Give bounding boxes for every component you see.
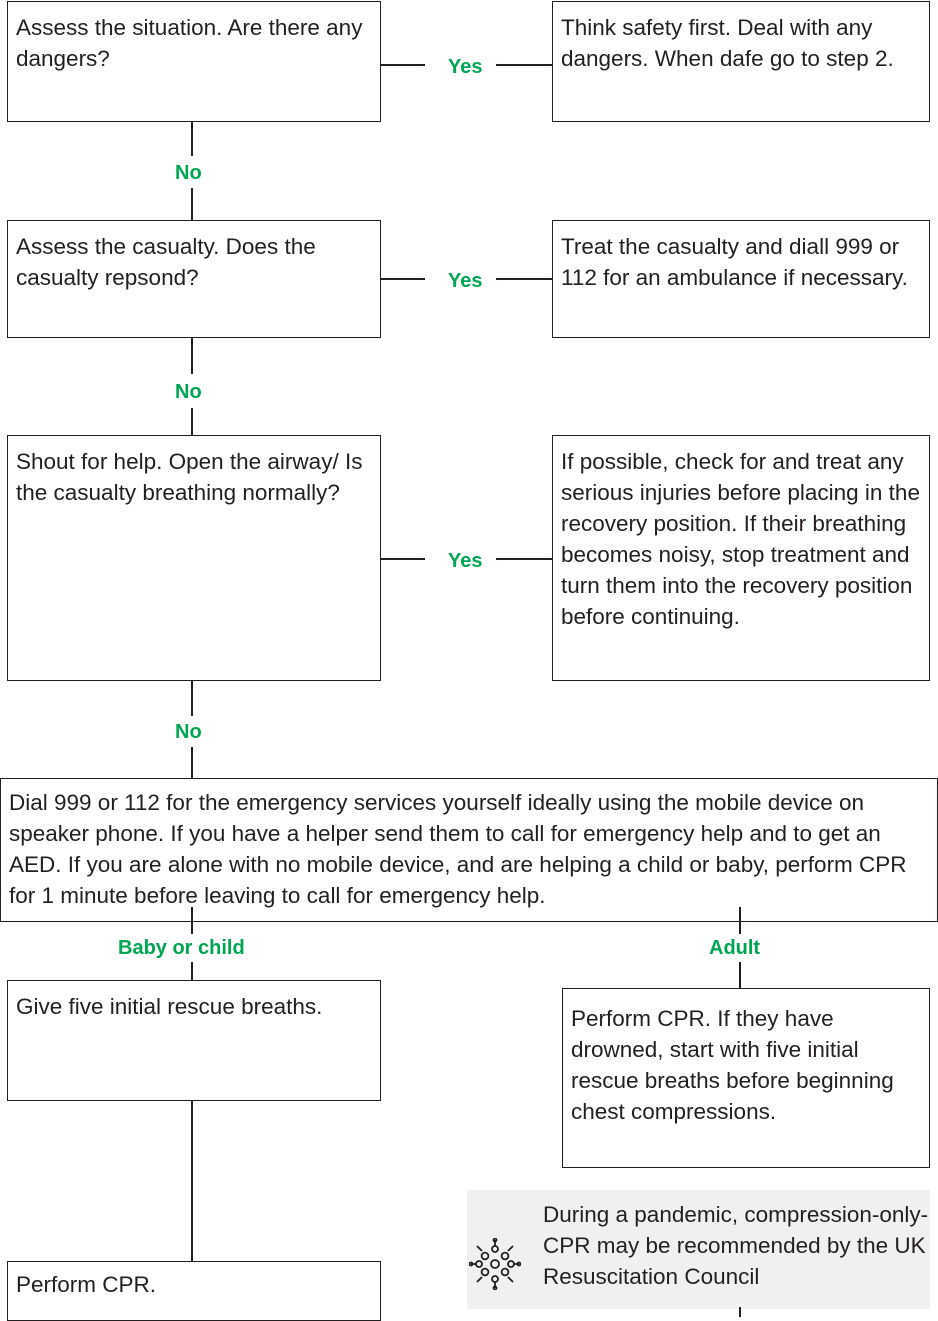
yes-label: Yes [448,550,483,572]
no-label: No [175,381,202,403]
virus-icon [468,1237,522,1291]
box-recovery-position: If possible, check for and treat any ser… [552,435,930,681]
box-text: Dial 999 or 112 for the emergency servic… [9,790,907,908]
connector-line [381,64,425,66]
box-text: Assess the casualty. Does the casualty r… [16,234,316,290]
box-assess-situation: Assess the situation. Are there any dang… [7,1,381,122]
box-text: Think safety first. Deal with any danger… [561,15,894,71]
box-dial-emergency: Dial 999 or 112 for the emergency servic… [0,778,938,922]
box-rescue-breaths: Give five initial rescue breaths. [7,980,381,1101]
box-assess-casualty: Assess the casualty. Does the casualty r… [7,220,381,338]
box-shout-for-help: Shout for help. Open the airway/ Is the … [7,435,381,681]
note-text: During a pandemic, compression-only-CPR … [543,1202,929,1289]
box-text: Treat the casualty and diall 999 or 112 … [561,234,908,290]
baby-or-child-label: Baby or child [118,937,245,959]
box-text: Give five initial rescue breaths. [16,994,323,1019]
connector-line [381,278,425,280]
box-text: Shout for help. Open the airway/ Is the … [16,449,363,505]
yes-label: Yes [448,270,483,292]
connector-line [191,188,193,220]
connector-line [381,558,425,560]
connector-line [191,408,193,435]
box-text: Perform CPR. If they have drowned, start… [571,1006,894,1124]
connector-line [191,122,193,156]
adult-label: Adult [709,937,761,959]
connector-line [739,962,741,988]
yes-label: Yes [448,56,483,78]
pandemic-note: During a pandemic, compression-only-CPR … [467,1190,930,1317]
connector-line [191,338,193,374]
connector-line [191,1101,193,1261]
connector-line [496,278,552,280]
no-label: No [175,162,202,184]
box-safety-first: Think safety first. Deal with any danger… [552,1,930,122]
box-text: Assess the situation. Are there any dang… [16,15,363,71]
box-text: Perform CPR. [16,1272,157,1297]
connector-line [191,907,193,934]
connector-line [496,558,552,560]
connector-line [191,962,193,980]
box-text: If possible, check for and treat any ser… [561,449,920,629]
connector-line [191,747,193,778]
box-perform-cpr: Perform CPR. [7,1261,381,1321]
connector-line [191,681,193,716]
box-adult-cpr: Perform CPR. If they have drowned, start… [562,988,930,1168]
connector-line [496,64,552,66]
connector-line [739,907,741,934]
box-treat-casualty: Treat the casualty and diall 999 or 112 … [552,220,930,338]
no-label: No [175,721,202,743]
